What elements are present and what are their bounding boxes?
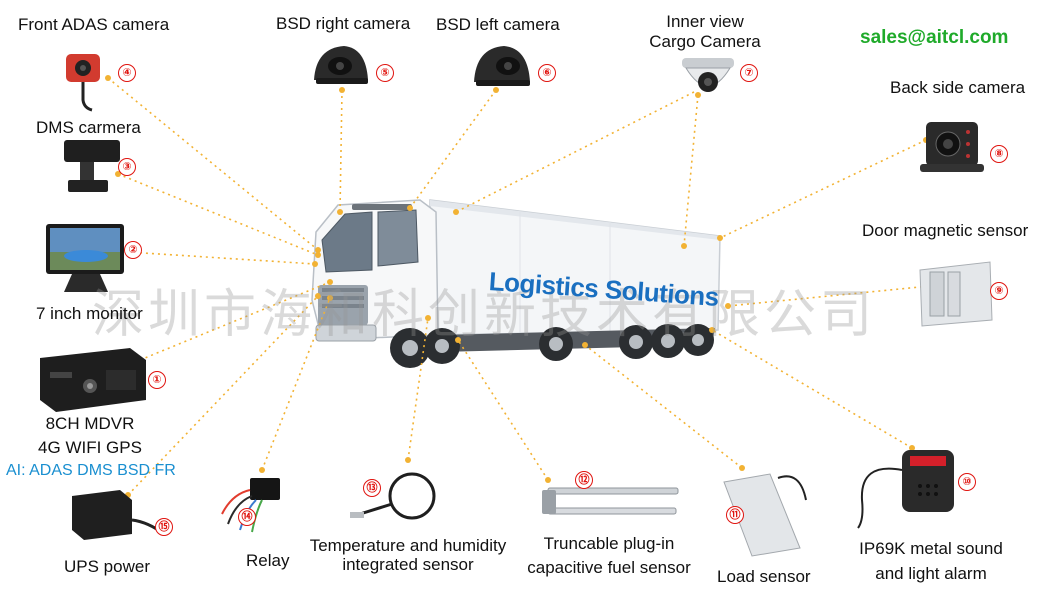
- label-bsd-left-camera: BSD left camera: [436, 15, 560, 34]
- label-ip69k-metal-sound: IP69K metal sound: [859, 539, 1003, 558]
- badge-11: ⑪: [726, 506, 744, 524]
- badge-6: ⑥: [538, 64, 556, 82]
- label-temperature-humidity: Temperature and humidity: [309, 536, 507, 555]
- ai-features-label: AI: ADAS DMS BSD FR: [6, 462, 176, 479]
- leader-lines: [107, 77, 941, 496]
- label-mdvr: 8CH MDVR: [45, 414, 135, 433]
- badge-3: ③: [118, 158, 136, 176]
- temperature-sensor-icon: [350, 472, 436, 520]
- label-truncable-plug-in: Truncable plug-in: [543, 534, 675, 553]
- badge-5: ⑤: [376, 64, 394, 82]
- label-back-side-camera: Back side camera: [890, 78, 1026, 97]
- door-magnetic-sensor-icon: [919, 261, 993, 327]
- bsd-right-camera-icon: [314, 46, 368, 84]
- badge-15: ⑮: [155, 518, 173, 536]
- label-capacitive-fuel-sensor: capacitive fuel sensor: [527, 558, 691, 577]
- sound-light-alarm-icon: [857, 450, 954, 529]
- truck-illustration: [311, 199, 721, 368]
- fuel-sensor-icon: [542, 487, 679, 515]
- label-dms-camera: DMS carmera: [36, 118, 141, 137]
- cargo-dome-camera-icon: [682, 58, 734, 92]
- label-light-alarm: and light alarm: [875, 564, 987, 583]
- bsd-left-camera-icon: [474, 46, 530, 86]
- label-load-sensor: Load sensor: [717, 567, 811, 586]
- badge-14: ⑭: [238, 508, 256, 526]
- label-door-magnetic-sensor: Door magnetic sensor: [862, 221, 1029, 240]
- badge-9: ⑨: [990, 282, 1008, 300]
- label-bsd-right-camera: BSD right camera: [276, 14, 411, 33]
- mdvr-icon: [40, 348, 146, 412]
- badge-4: ④: [118, 64, 136, 82]
- badge-7: ⑦: [740, 64, 758, 82]
- label-monitor: 7 inch monitor: [36, 304, 143, 323]
- back-side-camera-icon: [920, 122, 984, 172]
- label-4g-wifi-gps: 4G WIFI GPS: [38, 438, 142, 457]
- label-inner-view: Inner view: [666, 12, 744, 31]
- label-cargo-camera: Cargo Camera: [649, 32, 761, 51]
- badge-8: ⑧: [990, 145, 1008, 163]
- badge-13: ⑬: [363, 479, 381, 497]
- badge-2: ②: [124, 241, 142, 259]
- label-front-adas-camera: Front ADAS camera: [18, 15, 170, 34]
- front-adas-camera-icon: [66, 54, 100, 112]
- relay-icon: [221, 478, 280, 533]
- label-integrated-sensor: integrated sensor: [342, 555, 474, 574]
- monitor-icon: [46, 224, 124, 292]
- label-relay: Relay: [246, 551, 290, 570]
- ups-power-icon: [72, 490, 165, 540]
- badge-10: ⑩: [958, 473, 976, 491]
- label-ups-power: UPS power: [64, 557, 150, 576]
- badge-1: ①: [148, 371, 166, 389]
- badge-12: ⑫: [575, 471, 593, 489]
- contact-email: sales@aitcl.com: [860, 27, 1009, 48]
- load-sensor-icon: [723, 473, 807, 557]
- dms-camera-icon: [64, 140, 120, 192]
